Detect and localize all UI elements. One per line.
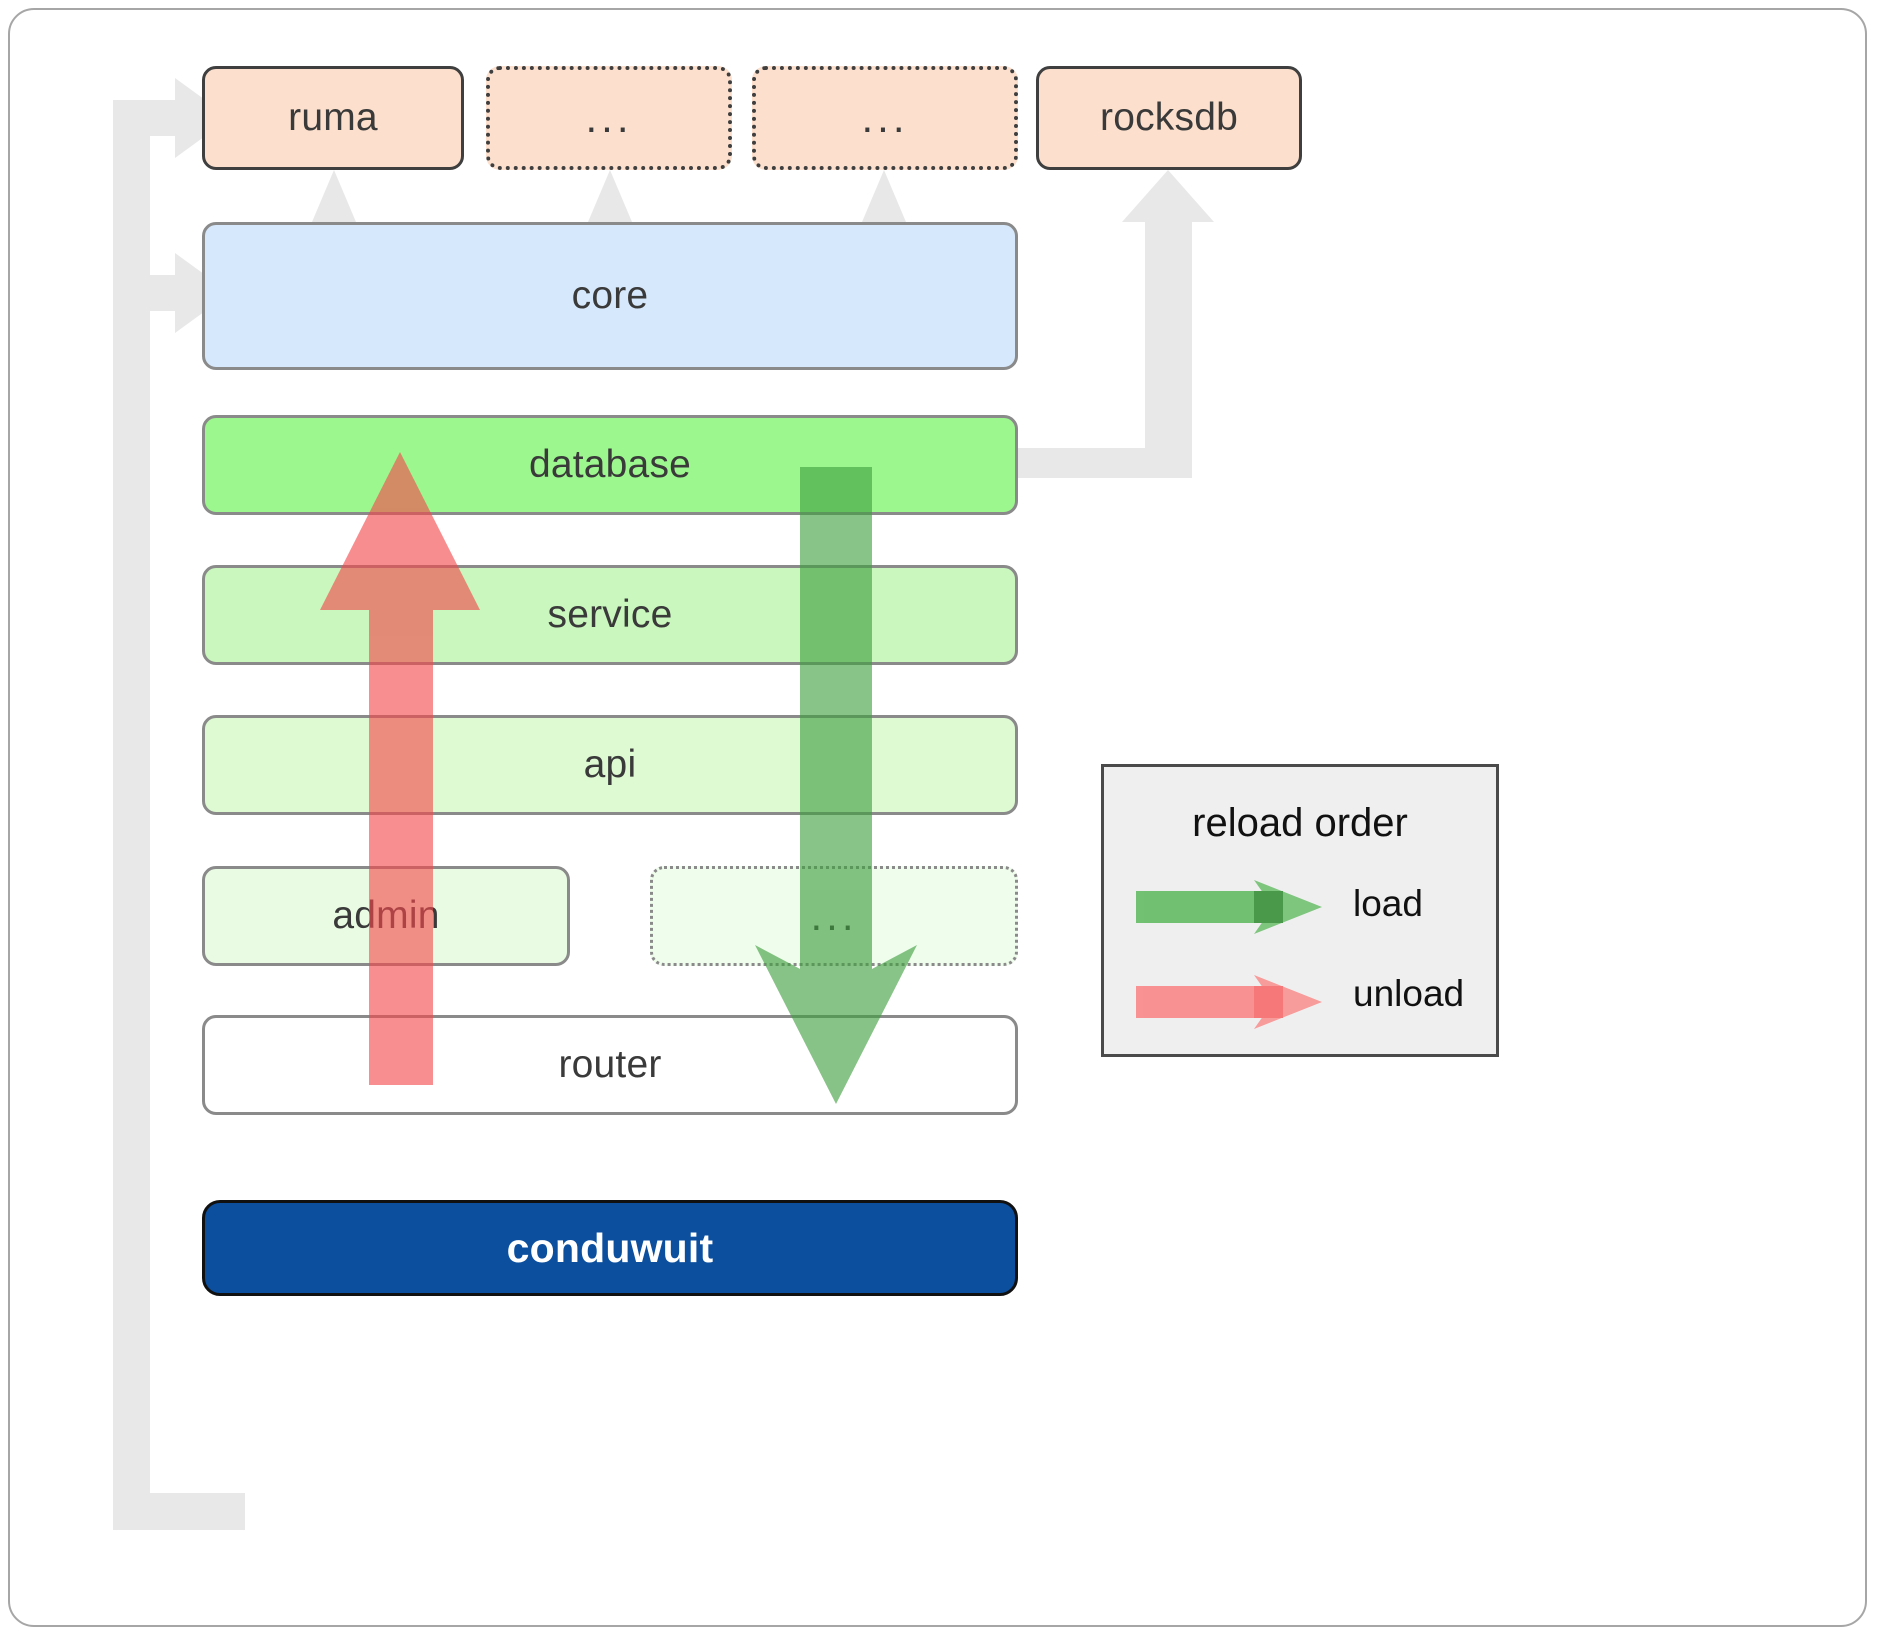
legend-arrows	[1136, 880, 1322, 1029]
dependency-label-more-2: ...	[861, 93, 909, 141]
app-label-conduwuit: conduwuit	[506, 1224, 714, 1271]
layer-box-router[interactable]: router	[202, 1015, 1018, 1115]
dependency-box-more-1[interactable]: ...	[486, 66, 732, 170]
layer-box-admin[interactable]: admin	[202, 866, 570, 966]
dependency-box-ruma[interactable]: ruma	[202, 66, 464, 170]
legend-panel: reload order load unload	[1101, 764, 1499, 1057]
layer-box-service[interactable]: service	[202, 565, 1018, 665]
layer-label-more: ...	[810, 891, 858, 939]
dependency-box-more-2[interactable]: ...	[752, 66, 1018, 170]
layer-label-core: core	[571, 274, 649, 317]
layer-label-database: database	[528, 443, 692, 486]
layer-label-service: service	[547, 593, 673, 636]
legend-label-load: load	[1353, 883, 1423, 924]
dependency-label-rocksdb: rocksdb	[1100, 96, 1238, 139]
layer-label-router: router	[558, 1043, 662, 1086]
dependency-label-more-1: ...	[585, 93, 633, 141]
app-box-conduwuit[interactable]: conduwuit	[202, 1200, 1018, 1296]
legend-load-arrow	[1136, 880, 1322, 934]
layer-label-admin: admin	[332, 894, 440, 937]
layer-box-core[interactable]: core	[202, 222, 1018, 370]
dependency-label-ruma: ruma	[288, 96, 378, 139]
layer-box-api[interactable]: api	[202, 715, 1018, 815]
layer-box-database[interactable]: database	[202, 415, 1018, 515]
legend-label-unload: unload	[1353, 973, 1465, 1014]
legend-title: reload order	[1192, 801, 1408, 845]
legend-unload-arrow	[1136, 975, 1322, 1029]
dependency-box-rocksdb[interactable]: rocksdb	[1036, 66, 1302, 170]
layer-label-api: api	[583, 743, 637, 786]
layer-box-more[interactable]: ...	[650, 866, 1018, 966]
